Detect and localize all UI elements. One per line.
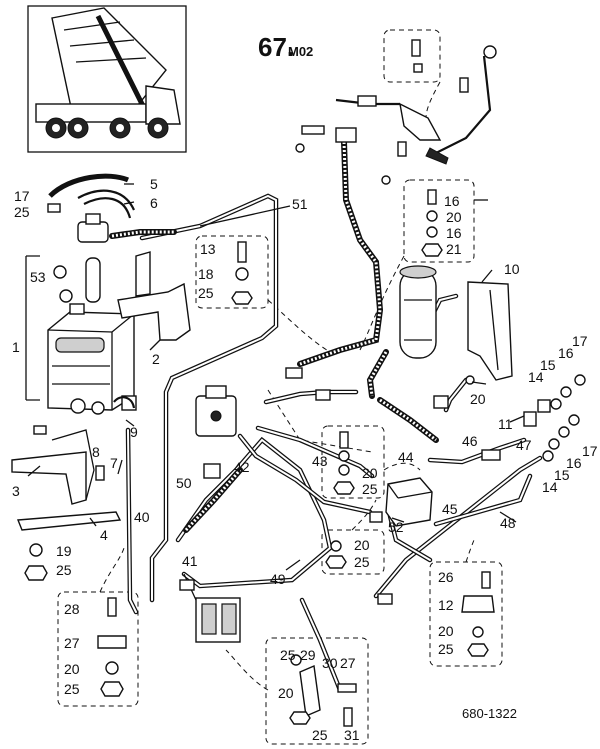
callout-19: 16 [446, 225, 462, 241]
callout-27: 26 [438, 569, 454, 585]
callout-14: 14 [542, 479, 558, 495]
callout-25: 25 [56, 562, 72, 578]
callout-9: 9 [130, 424, 138, 440]
callout-25: 25 [438, 641, 454, 657]
callout-17: 17 [572, 333, 588, 349]
callout-15: 15 [554, 467, 570, 483]
callout-13: 13 [200, 241, 216, 257]
callout-17: 17 [582, 443, 598, 459]
callout-11: 11 [498, 416, 513, 432]
callout-45: 52 [388, 519, 404, 535]
callout-10: 10 [504, 261, 520, 277]
callout-12: 12 [438, 597, 454, 613]
callout-1: 1 [12, 339, 20, 355]
callout-30: 29 [300, 647, 316, 663]
oil-tank [47, 303, 135, 415]
callout-26: 25 [354, 554, 370, 570]
callout-28: 27 [64, 635, 80, 651]
leader-lines [27, 183, 525, 571]
callout-25: 25 [14, 204, 30, 220]
callout-35: 42 [234, 459, 250, 475]
pipe-runs [125, 193, 543, 693]
callout-25: 25 [362, 481, 378, 497]
callout-25: 25 [312, 727, 328, 743]
callout-38: 45 [442, 501, 458, 517]
callout-21: 20 [354, 537, 370, 553]
callout-20: 18 [198, 266, 214, 282]
callout-23: 20 [470, 391, 486, 407]
callout-29: 28 [64, 601, 80, 617]
callout-24: 21 [446, 241, 462, 257]
callout-43: 50 [176, 475, 192, 491]
callout-42: 49 [270, 571, 286, 587]
callout-41: 48 [500, 515, 516, 531]
callout-14: 14 [528, 369, 544, 385]
callout-20: 20 [362, 465, 378, 481]
callout-22: 20 [446, 209, 462, 225]
callout-46: 53 [30, 269, 46, 285]
callout-31: 30 [322, 655, 338, 671]
callout-25: 25 [198, 285, 214, 301]
callout-16: 16 [558, 345, 574, 361]
callout-15: 15 [540, 357, 556, 373]
svg-text:M02: M02 [288, 44, 313, 59]
callout-25: 25 [64, 681, 80, 697]
hoses [109, 139, 439, 533]
callout-34: 41 [182, 553, 198, 569]
tipper-truck-inset [27, 5, 187, 153]
callout-5: 5 [150, 176, 158, 192]
callout-32: 31 [344, 727, 360, 743]
callout-25: 25 [280, 647, 296, 663]
callout-40: 47 [516, 437, 532, 453]
callout-20: 17 [14, 188, 30, 204]
callout-7: 7 [110, 455, 118, 471]
callout-44: 51 [292, 196, 308, 212]
callout-4: 4 [100, 527, 108, 543]
components [11, 39, 586, 643]
callout-36: 43 [312, 453, 328, 469]
fasteners [24, 189, 495, 727]
callout-3: 3 [12, 483, 20, 499]
callout-6: 6 [150, 195, 158, 211]
callout-27: 27 [340, 655, 356, 671]
page-number: 67. M02 [258, 32, 313, 62]
drawing-reference: 680-1322 [462, 706, 517, 721]
callout-20: 20 [438, 623, 454, 639]
callout-labels: 5 6 17 25 51 13 18 25 16 20 16 21 10 53 … [12, 176, 598, 743]
callout-16: 16 [566, 455, 582, 471]
callout-18: 16 [444, 193, 460, 209]
callout-20: 20 [64, 661, 80, 677]
callout-2: 2 [152, 351, 160, 367]
callout-39: 46 [462, 433, 478, 449]
svg-text:67.: 67. [258, 32, 294, 62]
callout-20: 19 [56, 543, 72, 559]
callout-20: 20 [278, 685, 294, 701]
callout-33: 40 [134, 509, 150, 525]
callout-8: 8 [92, 444, 100, 460]
callout-37: 44 [398, 449, 414, 465]
